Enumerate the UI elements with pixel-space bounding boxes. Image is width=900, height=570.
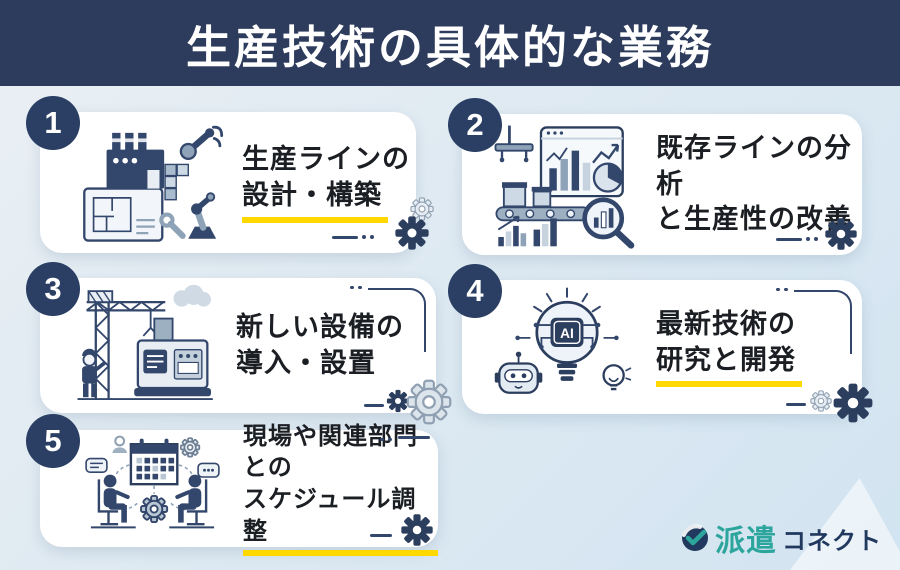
card-line1: 生産ラインの bbox=[242, 144, 410, 175]
card-line2: 導入・設置 bbox=[236, 347, 376, 378]
card-text: 既存ラインの分析 と生産性の改善 bbox=[656, 131, 862, 238]
task-card-2: 2 bbox=[448, 98, 862, 255]
task-card-3: 3 bbox=[26, 262, 452, 425]
conveyor-analytics-magnifier-illustration bbox=[488, 120, 646, 250]
meeting-calendar-gear-illustration bbox=[70, 433, 235, 545]
gear-icon bbox=[825, 218, 857, 250]
bracket-dots-decoration bbox=[380, 438, 392, 441]
card-line2-underlined: 研究と開発 bbox=[656, 343, 802, 388]
header-banner: 生産技術の具体的な業務 bbox=[0, 0, 900, 86]
bracket-dots-decoration bbox=[776, 288, 788, 291]
card-line2-underlined: スケジュール調整 bbox=[243, 484, 438, 557]
gear-outline-icon bbox=[810, 390, 832, 412]
card-line1: 現場や関連部門との bbox=[243, 422, 418, 482]
task-card-4: 4 AI 最新技術の bbox=[448, 264, 873, 423]
dash-decoration bbox=[332, 235, 374, 239]
card-line1: 既存ラインの分析 bbox=[656, 133, 852, 199]
dash-decoration bbox=[398, 436, 430, 439]
ai-lightbulb-robot-illustration: AI bbox=[494, 287, 632, 394]
factory-robot-arm-blueprint-illustration bbox=[74, 118, 232, 248]
page-title: 生産技術の具体的な業務 bbox=[185, 21, 714, 73]
meeting-calendar-gear-illustration bbox=[85, 435, 220, 528]
card-text: 生産ラインの 設計・構築 bbox=[242, 142, 410, 223]
crane-machinery-installation-illustration bbox=[68, 282, 226, 410]
ai-chip-label: AI bbox=[560, 326, 574, 341]
gear-outline-icon bbox=[406, 379, 452, 425]
brand-name-primary: 派遣 bbox=[715, 525, 777, 558]
card-text: 最新技術の 研究と開発 bbox=[656, 307, 802, 388]
task-card-1: 1 bbox=[26, 96, 434, 253]
card-number-badge: 2 bbox=[448, 98, 502, 152]
card-number-badge: 3 bbox=[26, 262, 80, 316]
brand-name-secondary: コネクト bbox=[782, 527, 882, 555]
task-card-5: 5 bbox=[26, 414, 438, 557]
ai-lightbulb-robot-illustration: AI bbox=[488, 283, 646, 411]
brand-logo: 派遣コネクト bbox=[680, 516, 882, 560]
corner-bracket-decoration bbox=[794, 290, 852, 354]
card-number-badge: 4 bbox=[448, 264, 502, 318]
conveyor-analytics-magnifier-illustration bbox=[494, 125, 635, 249]
bracket-dots-decoration bbox=[350, 286, 362, 289]
card-text: 現場や関連部門との スケジュール調整 bbox=[243, 421, 438, 557]
card-line1: 最新技術の bbox=[656, 308, 796, 339]
gear-icon bbox=[833, 383, 873, 423]
gear-icon bbox=[401, 514, 433, 546]
dash-decoration bbox=[370, 534, 392, 537]
dash-decoration bbox=[776, 237, 818, 241]
corner-bracket-decoration bbox=[368, 288, 426, 352]
card-number-badge: 5 bbox=[26, 414, 80, 468]
card-number-badge: 1 bbox=[26, 96, 80, 150]
factory-robot-arm-blueprint-illustration bbox=[83, 125, 224, 242]
crane-machinery-installation-illustration bbox=[77, 284, 213, 400]
card-line2-underlined: 設計・構築 bbox=[242, 178, 388, 223]
card-line2: と生産性の改善 bbox=[656, 204, 852, 235]
haken-connect-logo-icon bbox=[682, 524, 708, 551]
gear-icon bbox=[395, 216, 429, 250]
dash-decoration bbox=[786, 403, 806, 406]
dash-decoration bbox=[364, 404, 384, 407]
